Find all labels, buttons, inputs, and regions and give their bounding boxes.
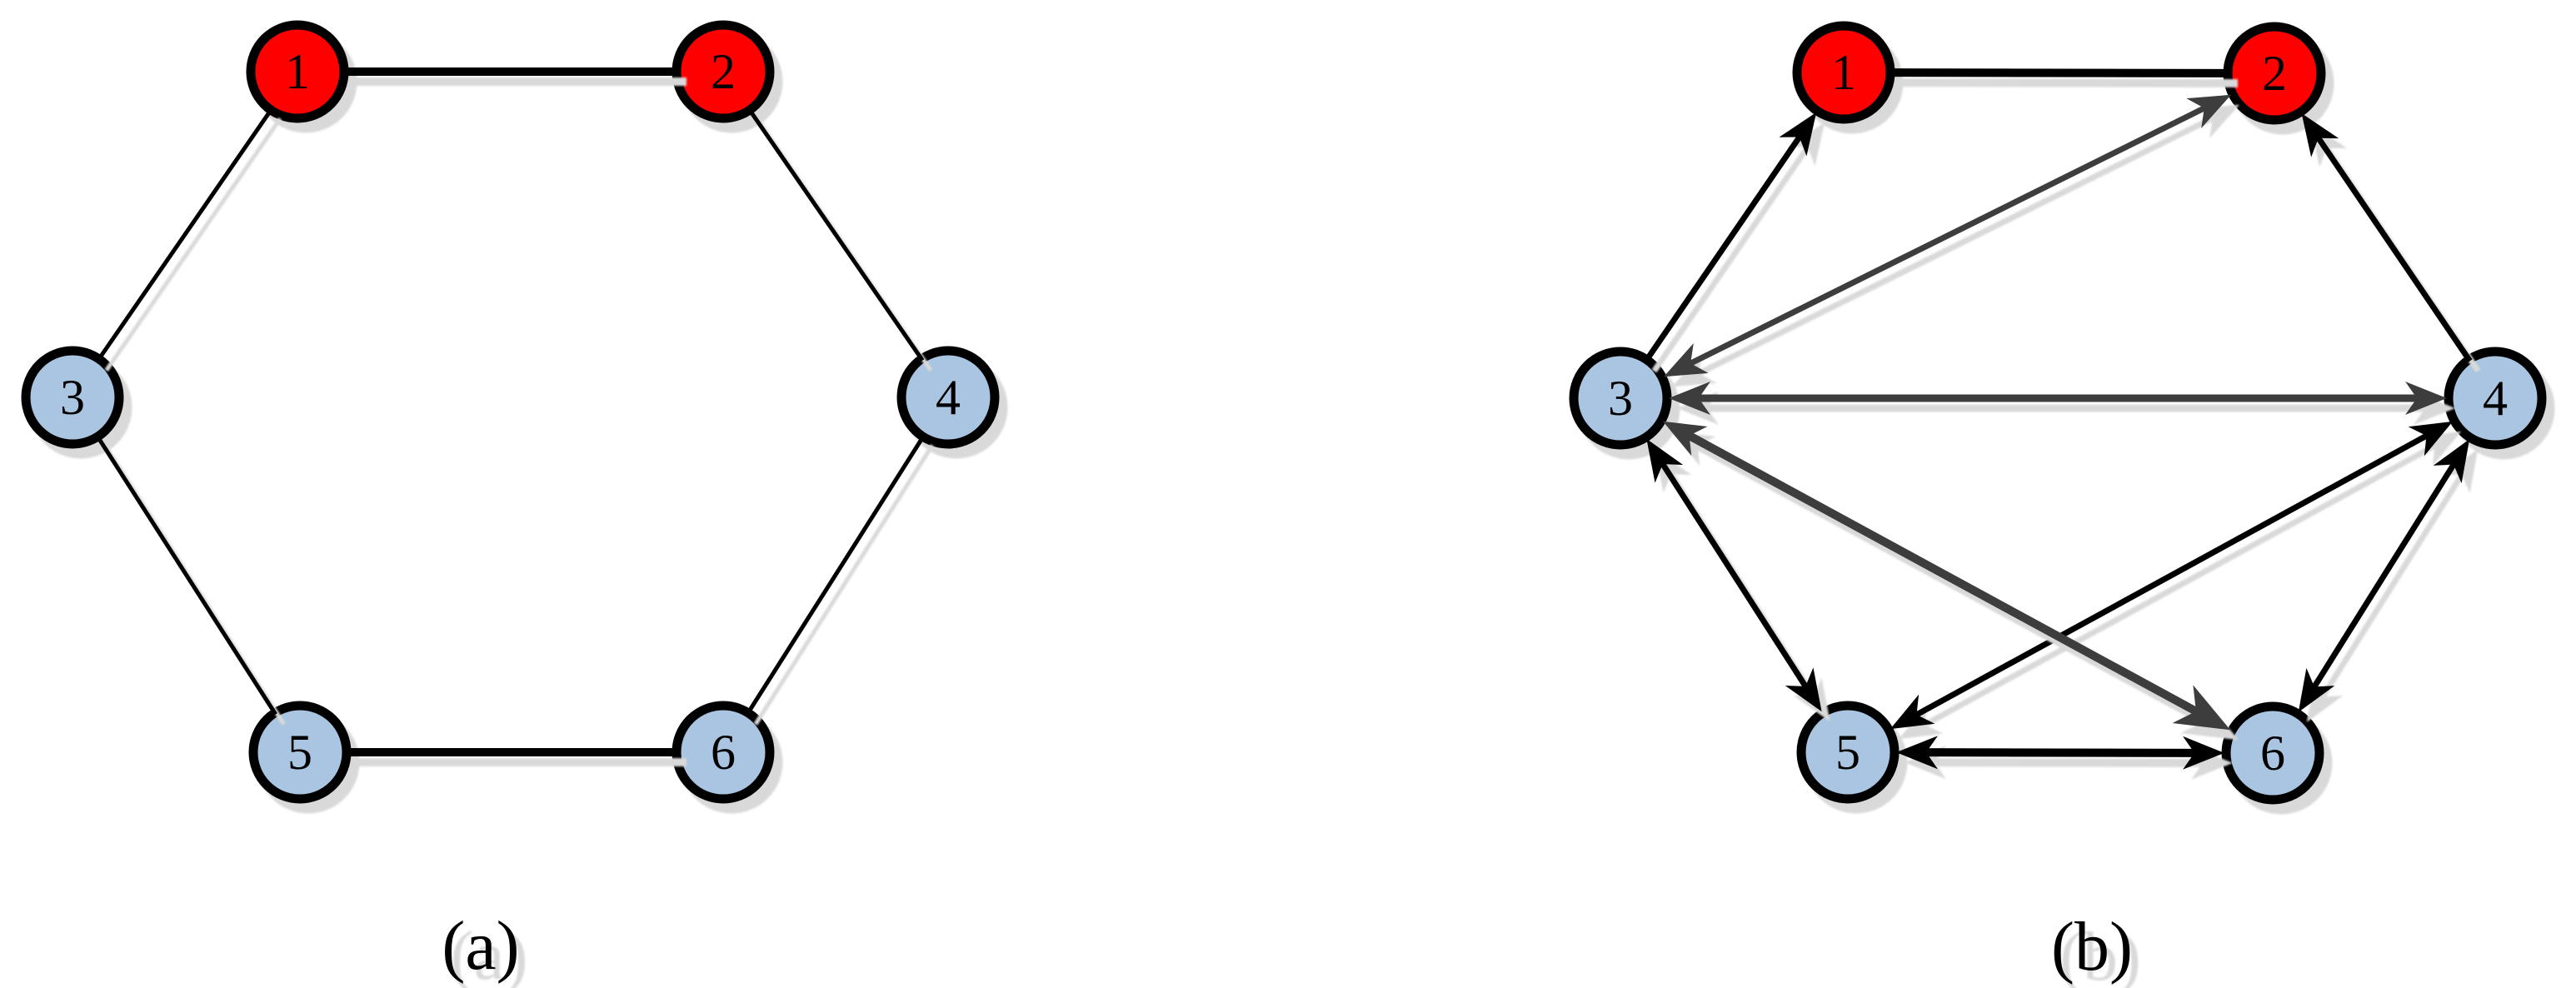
node-a-3 [21,346,124,449]
arrowhead [1662,421,1708,457]
arrowhead [1779,112,1817,157]
node-label-b-1: 1 [1831,45,1856,100]
arrowhead [2186,94,2232,128]
node-label-a-2: 2 [711,44,736,99]
node-circle [1796,701,1900,804]
node-label-b-6: 6 [2260,726,2285,781]
panel-label-b: (b) [2051,908,2133,986]
arrowhead [1646,438,1684,483]
arrowhead [1896,736,1939,770]
node-label-b-5: 5 [1835,725,1860,780]
edge-b-4-6 [2298,439,2470,712]
arrowhead [1890,694,1935,730]
arrowhead [2301,112,2339,157]
node-label-b-3: 3 [1608,371,1633,426]
edge-line [1682,429,2203,718]
node-circle [2444,347,2547,450]
arrowhead [2182,736,2224,770]
edge-line [2309,458,2459,693]
arrowhead [2433,439,2470,484]
edge-a-4-6 [745,434,926,716]
edge-b-3-1 [1643,112,1817,363]
edge-line [1643,131,1805,363]
node-b-5 [1796,701,1900,804]
node-label-b-2: 2 [2262,46,2287,101]
edge-line [1910,431,2433,720]
node-b-4 [2444,347,2547,450]
edge-b-3-4 [1669,382,2447,415]
node-label-b-4: 4 [2483,371,2508,426]
edge-b-3-6 [1662,421,2231,731]
edge-b-3-2 [1663,94,2232,377]
edge-line [96,107,274,362]
edge-b-4-5 [1890,421,2454,730]
arrowhead [1785,667,1822,712]
edge-line [95,434,277,716]
diagram-b: 1 2 3 4 5 6 (b) [1569,21,2547,986]
arrowhead [2405,382,2447,415]
node-label-a-4: 4 [936,370,961,425]
edge-line [746,107,925,362]
arrowhead [2172,685,2231,731]
node-a-4 [896,346,1000,449]
node-circle [21,346,124,449]
edge-line [745,434,926,716]
node-label-a-6: 6 [711,725,736,780]
edge-b-4-2 [2301,112,2473,363]
edge-b-3-5 [1646,438,1822,712]
edge-a-2-4 [746,107,925,362]
edge-b-5-6 [1896,736,2224,770]
edge-a-3-5 [95,434,277,716]
node-circle [1569,347,1672,450]
arrowhead [2298,667,2335,712]
arrowhead [1669,382,1710,415]
node-label-a-5: 5 [287,725,312,780]
arrowhead [2408,421,2454,457]
node-b-6 [2221,701,2324,805]
edge-line [1657,458,1811,692]
node-label-a-3: 3 [60,370,85,425]
node-circle [2221,701,2324,805]
edge-line [2313,132,2473,363]
edge-a-1-3 [96,107,274,362]
panel-label-a: (a) [442,907,519,985]
figure-root: 1 2 3 4 5 6 (a) 1 2 3 4 5 6 (b) [21,20,2547,986]
edge-b-1-2 [1888,68,2230,77]
arrowhead [1663,343,1709,377]
node-b-3 [1569,347,1672,450]
edge-line [1888,68,2230,77]
edge-line [1685,103,2210,368]
edge-line [1920,748,2200,757]
node-circle [896,346,1000,449]
diagram-a: 1 2 3 4 5 6 (a) [21,20,1000,985]
node-label-a-1: 1 [285,44,310,99]
